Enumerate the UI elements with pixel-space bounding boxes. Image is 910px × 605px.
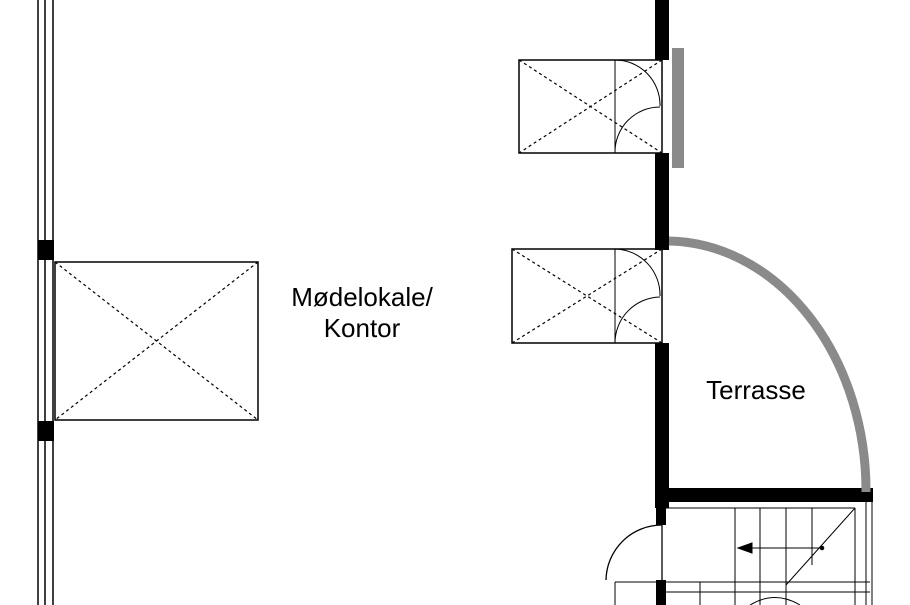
room-label-office: Kontor (324, 313, 401, 343)
terrace-curved-rail (668, 236, 871, 493)
wall-pillar-top (38, 240, 54, 260)
grey-wall-segment (672, 48, 684, 168)
skylight-lower (511, 248, 663, 344)
left-exterior-wall (37, 0, 54, 605)
room-label-meeting: Mødelokale/ (291, 282, 433, 312)
door-swing (605, 524, 663, 581)
skylight-upper (518, 59, 663, 154)
staircase (614, 502, 873, 605)
wall-pillar-bottom (38, 421, 54, 441)
main-walls (655, 0, 873, 605)
skylight-left (54, 261, 259, 421)
room-label-terrace: Terrasse (706, 375, 806, 405)
